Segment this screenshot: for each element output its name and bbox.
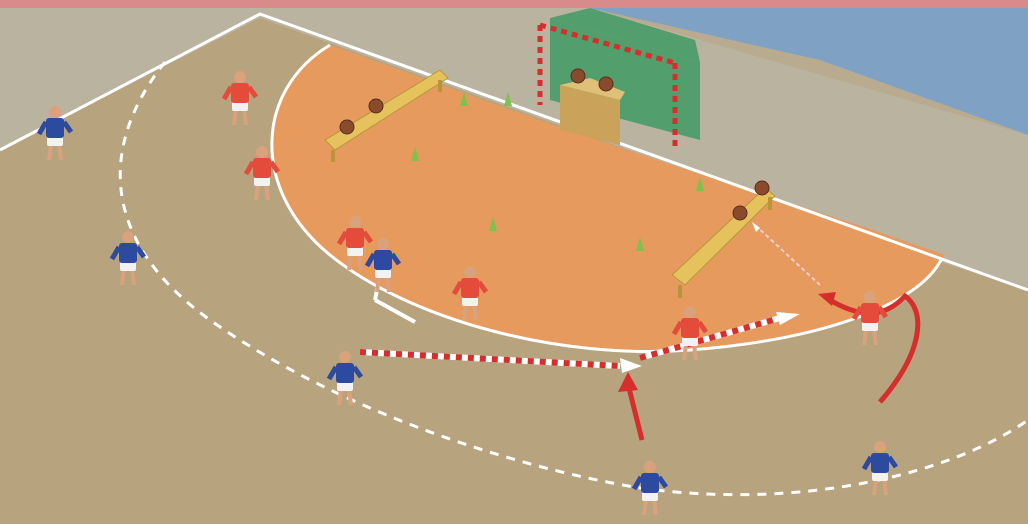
- ball-icon: [340, 120, 354, 134]
- ball-icon: [755, 181, 769, 195]
- ball-icon: [369, 99, 383, 113]
- top-strip: [0, 0, 1028, 8]
- ball-icon: [571, 69, 585, 83]
- ball-icon: [733, 206, 747, 220]
- ball-icon: [599, 77, 613, 91]
